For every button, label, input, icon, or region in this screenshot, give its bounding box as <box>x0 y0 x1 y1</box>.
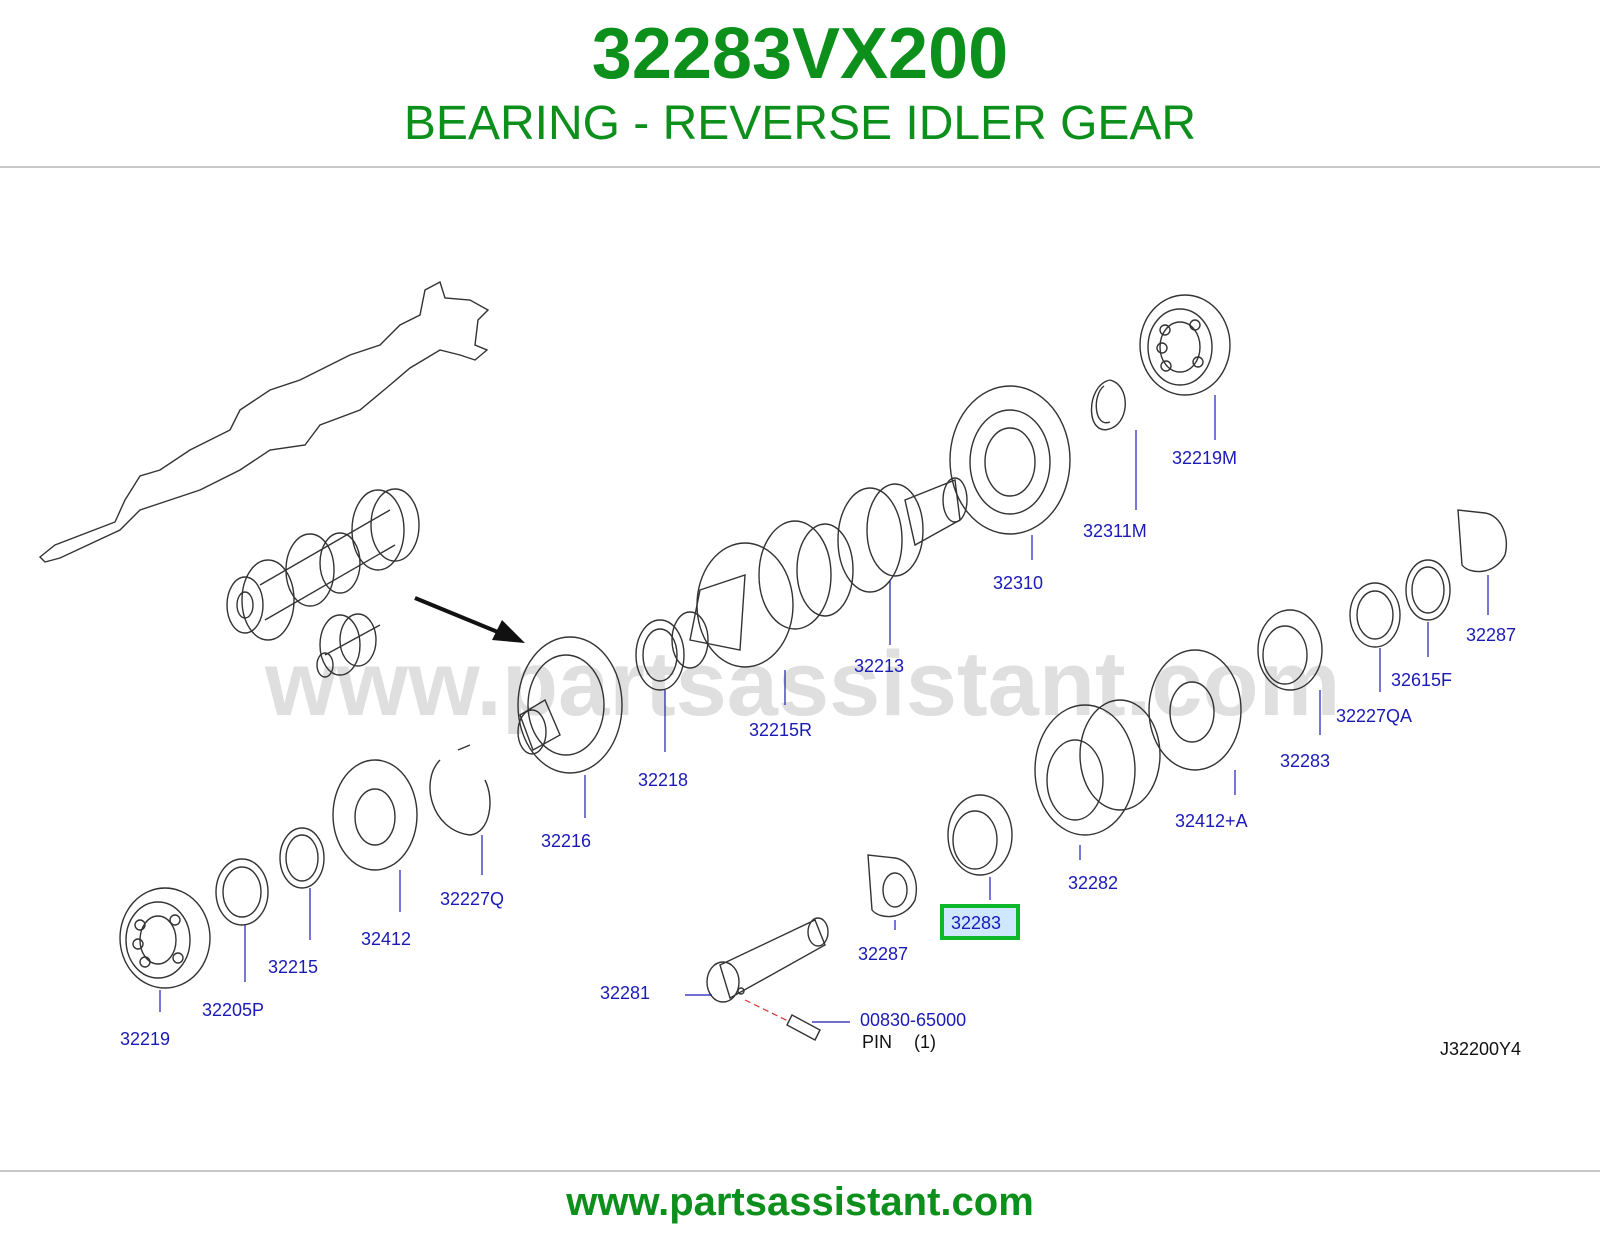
pin-label: PIN <box>862 1032 892 1052</box>
label-32283-upper[interactable]: 32283 <box>1280 751 1330 771</box>
header: 32283VX200 BEARING - REVERSE IDLER GEAR <box>0 0 1600 168</box>
diagram-reference-code: J32200Y4 <box>1440 1039 1521 1059</box>
label-32213[interactable]: 32213 <box>854 656 904 676</box>
pin-quantity: (1) <box>914 1032 936 1052</box>
footer-website-link[interactable]: www.partsassistant.com <box>566 1180 1034 1224</box>
label-32219M[interactable]: 32219M <box>1172 448 1237 468</box>
label-32412A[interactable]: 32412+A <box>1175 811 1248 831</box>
label-32219[interactable]: 32219 <box>120 1029 170 1049</box>
label-32215R[interactable]: 32215R <box>749 720 812 740</box>
label-32412[interactable]: 32412 <box>361 929 411 949</box>
parts-diagram: www.partsassistant.com <box>38 280 1521 1059</box>
label-00830-65000[interactable]: 00830-65000 <box>860 1010 966 1030</box>
label-32205P[interactable]: 32205P <box>202 1000 264 1020</box>
part-labels: 32219M 32311M 32310 32213 32215R 32218 3… <box>120 448 1521 1059</box>
label-32311M[interactable]: 32311M <box>1083 521 1147 541</box>
label-32227QA[interactable]: 32227QA <box>1336 706 1412 726</box>
label-32283-highlighted[interactable]: 32283 <box>951 913 1001 933</box>
label-32282[interactable]: 32282 <box>1068 873 1118 893</box>
label-32310[interactable]: 32310 <box>993 573 1043 593</box>
label-32215[interactable]: 32215 <box>268 957 318 977</box>
header-divider <box>0 166 1600 168</box>
transmission-case-outline-icon <box>38 280 490 563</box>
part-name-subtitle: BEARING - REVERSE IDLER GEAR <box>403 97 1197 150</box>
part-number-title: 32283VX200 <box>591 14 1009 94</box>
label-32227Q[interactable]: 32227Q <box>440 889 504 909</box>
direction-arrow-icon <box>414 596 525 643</box>
main-shaft-assembly-icon <box>517 294 1231 774</box>
label-32281[interactable]: 32281 <box>600 983 650 1003</box>
highlighted-part-box[interactable] <box>940 904 1020 940</box>
footer-divider <box>0 1170 1600 1172</box>
leader-lines <box>159 395 1489 1023</box>
label-32216[interactable]: 32216 <box>541 831 591 851</box>
reverse-idler-parts-icon <box>706 509 1507 1041</box>
label-32218[interactable]: 32218 <box>638 770 688 790</box>
label-32287-lower[interactable]: 32287 <box>858 944 908 964</box>
lower-left-parts-icon <box>119 744 491 989</box>
watermark-text: www.partsassistant.com <box>264 633 1340 735</box>
label-32615F[interactable]: 32615F <box>1391 670 1452 690</box>
assembled-gear-cluster-icon <box>226 488 420 678</box>
label-32287-upper[interactable]: 32287 <box>1466 625 1516 645</box>
